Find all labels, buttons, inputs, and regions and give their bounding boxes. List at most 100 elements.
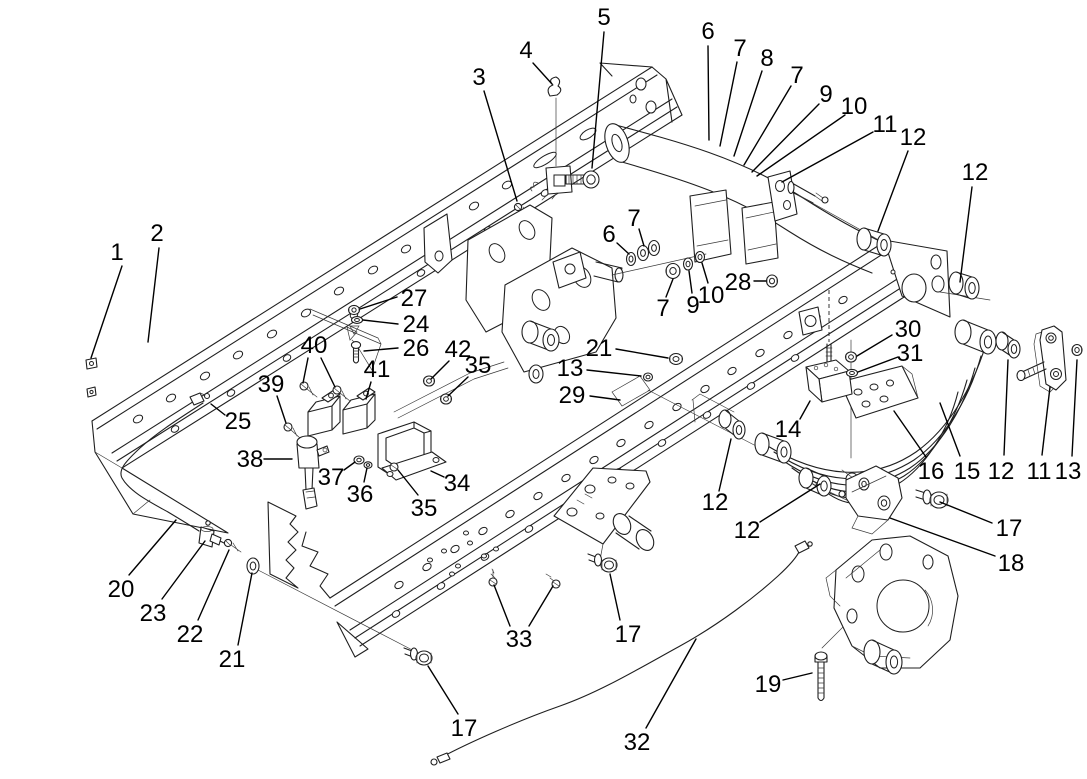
axle-washers-nuts xyxy=(611,239,779,288)
callout-label-8-7: 8 xyxy=(760,45,773,72)
callout-label-21-53: 21 xyxy=(219,646,246,673)
callout-label-1-0: 1 xyxy=(110,239,123,266)
leader-line-7 xyxy=(719,61,738,147)
leader-line-41 xyxy=(365,381,372,400)
nut-37 xyxy=(353,455,365,465)
hanger-bracket-main xyxy=(825,535,959,675)
callout-label-6-14: 6 xyxy=(602,221,615,248)
callout-label-24-21: 24 xyxy=(403,311,430,338)
callout-label-13-45: 13 xyxy=(1055,458,1082,485)
leader-line-9 xyxy=(751,103,820,173)
fitting-25 xyxy=(189,392,211,406)
callout-label-11-11: 11 xyxy=(873,111,898,138)
bushing-12-hanger xyxy=(798,467,832,497)
leader-line-22 xyxy=(197,549,230,621)
callout-label-3-2: 3 xyxy=(472,64,485,91)
bolt-19 xyxy=(814,651,828,702)
leader-line-6 xyxy=(616,242,630,255)
leader-line-40 xyxy=(320,357,336,388)
callout-label-14-37: 14 xyxy=(775,416,802,443)
callout-label-38-29: 38 xyxy=(237,446,264,473)
leader-line-14 xyxy=(799,400,811,420)
leader-line-20 xyxy=(128,519,177,576)
leader-line-16 xyxy=(893,410,927,458)
leader-line-34 xyxy=(430,470,445,478)
callout-label-33-54: 33 xyxy=(506,626,533,653)
bushing-12-axle xyxy=(856,227,892,257)
callout-label-16-41: 16 xyxy=(918,458,945,485)
leader-line-23 xyxy=(161,540,206,600)
leader-line-40 xyxy=(302,357,309,384)
callout-label-12-12: 12 xyxy=(900,124,927,151)
leader-line-7 xyxy=(743,85,792,166)
callout-label-26-22: 26 xyxy=(403,335,430,362)
leader-line-18 xyxy=(889,517,996,557)
leader-line-3 xyxy=(483,90,518,202)
leader-line-12 xyxy=(877,150,909,232)
leader-line-12 xyxy=(959,186,973,283)
leader-line-37 xyxy=(343,461,356,471)
callout-label-39-27: 39 xyxy=(258,371,285,398)
solenoid-38 xyxy=(296,435,330,510)
callout-label-37-30: 37 xyxy=(318,464,345,491)
callout-label-35-26: 35 xyxy=(465,352,492,379)
callout-label-27-20: 27 xyxy=(401,285,428,312)
callout-label-20-50: 20 xyxy=(108,576,135,603)
callout-label-18-47: 18 xyxy=(998,550,1025,577)
rail-tab-bracket xyxy=(423,213,453,274)
callout-label-7-15: 7 xyxy=(627,205,640,232)
square-nut-1 xyxy=(85,357,98,398)
leader-line-11 xyxy=(1041,386,1051,456)
callout-label-31-40: 31 xyxy=(897,340,924,367)
leader-line-12 xyxy=(718,438,732,492)
nut-36 xyxy=(363,461,373,469)
nut-30 xyxy=(844,351,858,363)
leader-line-26 xyxy=(363,347,399,352)
nut-35 xyxy=(439,393,453,405)
leader-line-10 xyxy=(701,262,709,284)
callout-label-7-6: 7 xyxy=(733,35,746,62)
leader-line-17 xyxy=(609,573,621,621)
callout-label-28-19: 28 xyxy=(725,269,752,296)
leader-line-21 xyxy=(615,348,669,359)
callout-label-34-32: 34 xyxy=(444,470,471,497)
leader-line-6 xyxy=(707,45,710,141)
leader-line-35 xyxy=(397,469,419,496)
screws-40 xyxy=(299,381,351,402)
callout-label-42-25: 42 xyxy=(445,336,472,363)
frame-rail-right xyxy=(267,239,991,658)
callout-label-9-9: 9 xyxy=(819,81,832,108)
leader-line-11 xyxy=(781,131,874,183)
callout-label-7-16: 7 xyxy=(656,295,669,322)
bolt-17-left xyxy=(403,647,433,666)
leader-line-25 xyxy=(210,403,226,416)
leader-line-39 xyxy=(276,395,287,424)
callout-label-32-57: 32 xyxy=(624,729,651,756)
nut-27 xyxy=(347,304,361,316)
leader-line-5 xyxy=(591,31,605,169)
callout-label-10-10: 10 xyxy=(841,93,868,120)
callout-label-29-36: 29 xyxy=(559,382,586,409)
callout-label-40-23: 40 xyxy=(301,332,328,359)
callout-label-12-48: 12 xyxy=(734,517,761,544)
callout-label-12-38: 12 xyxy=(702,489,729,516)
callout-label-30-39: 30 xyxy=(895,316,922,343)
nut-13 xyxy=(642,372,654,382)
mounting-strip xyxy=(393,361,509,419)
leader-line-12 xyxy=(1003,359,1009,456)
axle-weldment xyxy=(604,123,894,274)
leader-line-1 xyxy=(90,265,123,359)
leader-line-4 xyxy=(532,62,553,85)
callout-label-19-49: 19 xyxy=(755,671,782,698)
callout-label-17-55: 17 xyxy=(615,621,642,648)
nut-21 xyxy=(668,352,684,366)
leader-line-42 xyxy=(430,360,450,380)
callout-label-36-31: 36 xyxy=(347,481,374,508)
leader-line-33 xyxy=(528,585,554,627)
bolt-5 xyxy=(565,170,600,189)
callout-label-10-18: 10 xyxy=(698,282,725,309)
leader-line-24 xyxy=(362,319,399,325)
